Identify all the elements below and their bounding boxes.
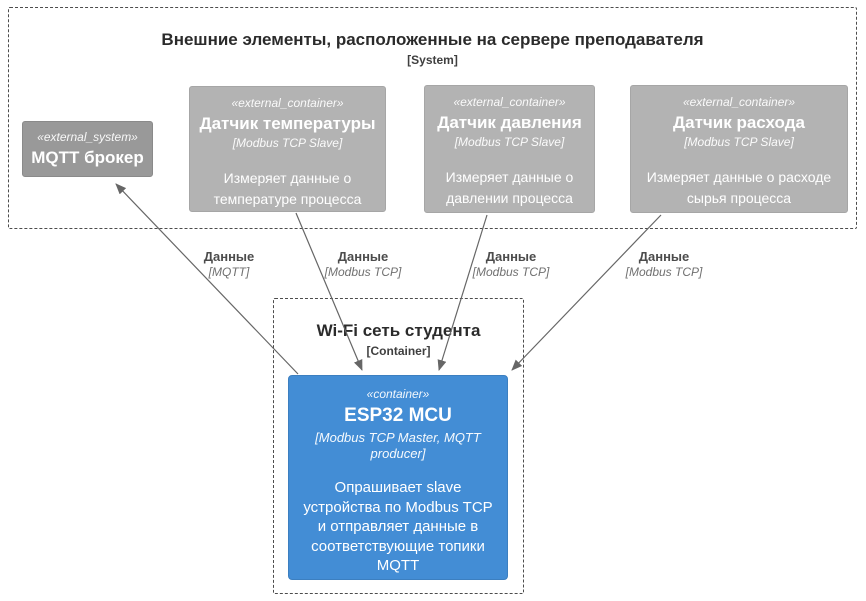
relationship-technology: [Modbus TCP] xyxy=(625,265,703,279)
node-pressure-sensor: «external_container» Датчик давления [Mo… xyxy=(424,85,595,213)
node-stereotype: «external_container» xyxy=(453,95,566,109)
node-name: Датчик давления xyxy=(437,113,582,132)
node-mqtt-broker: «external_system» MQTT брокер xyxy=(22,121,153,177)
arrow-flow-sensor-to-esp32 xyxy=(511,214,662,371)
node-stereotype: «external_container» xyxy=(682,95,796,109)
node-temperature-sensor: «external_container» Датчик температуры … xyxy=(189,86,386,212)
node-name: ESP32 MCU xyxy=(344,405,452,426)
node-stereotype: «external_system» xyxy=(37,130,138,144)
wifi-boundary-subtitle: [Container] xyxy=(366,344,431,358)
node-esp32-mcu: «container» ESP32 MCU [Modbus TCP Master… xyxy=(288,375,508,580)
node-name: Датчик расхода xyxy=(673,113,805,132)
node-description: Измеряет данные о расходе сырья процесса xyxy=(646,169,832,206)
relationship-label-modbus-flow: Данные [Modbus TCP] xyxy=(626,249,703,279)
wifi-network-boundary: Wi-Fi сеть студента [Container] xyxy=(273,298,524,594)
external-boundary-title: Внешние элементы, расположенные на серве… xyxy=(161,30,704,49)
relationship-label-modbus-temp: Данные [Modbus TCP] xyxy=(325,249,402,279)
node-name: Датчик температуры xyxy=(199,114,376,133)
relationship-name: Данные xyxy=(203,249,255,264)
relationship-technology: [Modbus TCP] xyxy=(324,265,402,279)
node-description: Измеряет данные о давлении процесса xyxy=(445,169,574,206)
relationship-name: Данные xyxy=(638,249,690,264)
relationship-technology: [MQTT] xyxy=(208,265,250,279)
external-boundary-header: Внешние элементы, расположенные на серве… xyxy=(9,30,856,67)
relationship-name: Данные xyxy=(485,249,537,264)
node-description: Опрашивает slave устройства по Modbus TC… xyxy=(303,479,493,574)
arrow-esp32-to-mqtt-broker xyxy=(115,183,299,375)
arrow-pressure-sensor-to-esp32 xyxy=(437,214,488,371)
relationship-label-modbus-pressure: Данные [Modbus TCP] xyxy=(473,249,550,279)
relationship-label-mqtt: Данные [MQTT] xyxy=(204,249,255,279)
relationship-name: Данные xyxy=(337,249,389,264)
external-system-boundary: Внешние элементы, расположенные на серве… xyxy=(8,7,857,229)
node-stereotype: «container» xyxy=(366,387,430,401)
wifi-boundary-title: Wi-Fi сеть студента xyxy=(316,321,481,340)
node-technology: [Modbus TCP Master, MQTT producer] xyxy=(315,430,481,461)
node-description: Измеряет данные о температуре процесса xyxy=(213,170,362,207)
node-technology: [Modbus TCP Slave] xyxy=(684,135,794,149)
relationship-technology: [Modbus TCP] xyxy=(472,265,550,279)
node-technology: [Modbus TCP Slave] xyxy=(232,136,343,150)
node-name: MQTT брокер xyxy=(31,148,144,167)
arrow-temp-sensor-to-esp32 xyxy=(295,212,363,371)
external-boundary-subtitle: [System] xyxy=(407,53,458,67)
node-technology: [Modbus TCP Slave] xyxy=(454,135,565,149)
wifi-boundary-header: Wi-Fi сеть студента [Container] xyxy=(274,321,523,358)
node-flow-sensor: «external_container» Датчик расхода [Mod… xyxy=(630,85,848,213)
node-stereotype: «external_container» xyxy=(231,96,344,110)
